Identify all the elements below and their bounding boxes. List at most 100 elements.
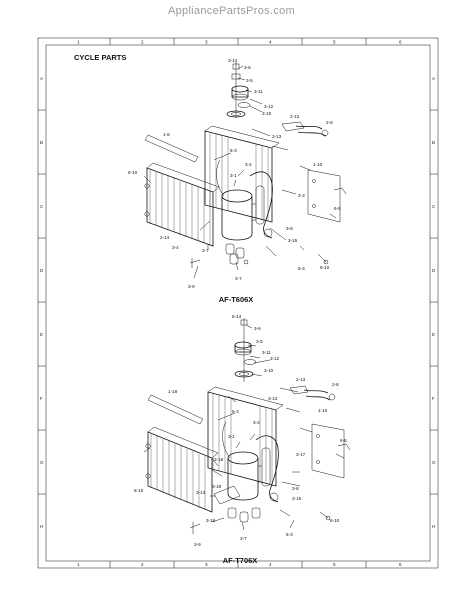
col-label: 1 — [77, 40, 80, 45]
part-label: 3-16 — [206, 518, 216, 523]
row-label: D — [432, 268, 436, 273]
upper-valve-stack — [226, 62, 251, 118]
part-label: 3-7 — [202, 248, 209, 253]
lower-valve-stack — [234, 318, 257, 382]
part-label: 6-10 — [128, 170, 138, 175]
part-label: 3-1 — [228, 434, 235, 439]
col-label: 6 — [399, 562, 402, 567]
part-label: 3-17 — [296, 452, 306, 457]
row-label: F — [40, 396, 43, 401]
col-label: 2 — [141, 40, 144, 45]
row-label: B — [432, 140, 435, 145]
col-label: 3 — [205, 40, 208, 45]
part-label: 3-6 — [244, 65, 251, 70]
part-label: 3-19 — [212, 484, 222, 489]
row-label: A — [40, 76, 44, 81]
part-label: 2-14 — [160, 235, 170, 240]
part-label: 6-10 — [134, 488, 144, 493]
model-label: AF-T706X — [223, 556, 258, 565]
part-label: 1-18 — [168, 389, 178, 394]
part-label: 2-13 — [290, 114, 300, 119]
lower-left-coil — [145, 426, 219, 513]
upper-grommets — [225, 243, 245, 265]
part-label: 2-13 — [296, 377, 306, 382]
part-label: 3-4 — [172, 245, 179, 250]
section-title: CYCLE PARTS — [74, 53, 126, 62]
part-label: 3-12 — [270, 356, 280, 361]
upper-assembly: 3-14 3-6 3-5 3-11 3-12 3-10 2-13 2-8 3-1… — [128, 58, 347, 304]
part-label: 6-3 — [232, 409, 239, 414]
col-label: 4 — [269, 40, 272, 45]
part-label: 3-13 — [268, 396, 278, 401]
row-label: A — [432, 76, 436, 81]
part-label: 3-10 — [262, 111, 272, 116]
row-label: C — [432, 204, 436, 209]
upper-evaporator-coil — [204, 125, 280, 223]
col-label: 2 — [141, 562, 144, 567]
lower-grommets — [227, 507, 261, 523]
part-label: 3-14 — [228, 58, 238, 63]
row-label: C — [40, 204, 44, 209]
part-label: 3-12 — [264, 104, 274, 109]
part-label: 6-5 — [340, 438, 347, 443]
part-label: 1-10 — [318, 408, 328, 413]
row-label: F — [432, 396, 435, 401]
col-label: 4 — [269, 562, 272, 567]
part-label: 3-8 — [286, 226, 293, 231]
part-label: 3-15 — [292, 496, 302, 501]
part-label: 3-18 — [214, 457, 224, 462]
row-label: E — [40, 332, 43, 337]
upper-compressor — [221, 185, 265, 241]
col-label: 5 — [333, 562, 336, 567]
col-label: 6 — [399, 40, 402, 45]
model-label: AF-T606X — [219, 295, 254, 304]
row-label: G — [432, 460, 436, 465]
row-labels: A B C D E F G H A B C D E F G H — [40, 76, 436, 529]
part-label: 1-8 — [163, 132, 170, 137]
part-label: 6-3 — [230, 148, 237, 153]
row-label: G — [40, 460, 44, 465]
watermark: AppliancePartsPros.com — [167, 5, 296, 17]
part-label: 3-6 — [254, 326, 261, 331]
part-label: 6-3 — [286, 532, 293, 537]
row-label: D — [40, 268, 44, 273]
part-label: 3-1 — [230, 173, 237, 178]
part-label: 3-9 — [194, 542, 201, 547]
part-label: 6-3 — [298, 266, 305, 271]
part-label: 3-15 — [288, 238, 298, 243]
part-label: 3-5 — [246, 78, 253, 83]
part-label: 3-7 — [235, 276, 242, 281]
part-label: 1-10 — [313, 162, 323, 167]
part-label: 2-8 — [326, 120, 333, 125]
row-label: E — [432, 332, 435, 337]
lower-assembly: 6-14 3-6 3-5 3-11 3-12 3-10 2-13 2-8 1-1… — [134, 314, 351, 565]
part-label: 6-10 — [320, 265, 330, 270]
part-label: 2-8 — [332, 382, 339, 387]
upper-left-coil — [144, 162, 220, 247]
part-label: 3-3 — [298, 193, 305, 198]
part-label: 3-11 — [262, 350, 271, 355]
part-label: 3-14 — [196, 490, 206, 495]
part-label: 3-13 — [272, 134, 282, 139]
part-label: 3-5 — [256, 339, 263, 344]
part-label: 3-7 — [240, 536, 247, 541]
column-labels: 1 2 3 4 5 6 1 2 3 4 5 6 — [77, 40, 402, 568]
lower-evaporator-coil — [207, 386, 284, 487]
part-label: 3-2 — [245, 162, 252, 167]
part-label: 3-9 — [188, 284, 195, 289]
part-label: 3-11 — [254, 89, 263, 94]
part-label: 3-2 — [253, 420, 260, 425]
part-label: 3-10 — [264, 368, 274, 373]
row-label: H — [432, 524, 435, 529]
part-label: 6-10 — [330, 518, 340, 523]
lower-compressor — [227, 447, 271, 501]
col-label: 1 — [77, 562, 80, 567]
col-label: 5 — [333, 40, 336, 45]
sheet-frame — [37, 37, 439, 569]
row-label: H — [40, 524, 43, 529]
part-label: 6-14 — [232, 314, 242, 319]
col-label: 3 — [205, 562, 208, 567]
part-label: 6-5 — [334, 206, 341, 211]
part-label: 3-8 — [292, 486, 299, 491]
